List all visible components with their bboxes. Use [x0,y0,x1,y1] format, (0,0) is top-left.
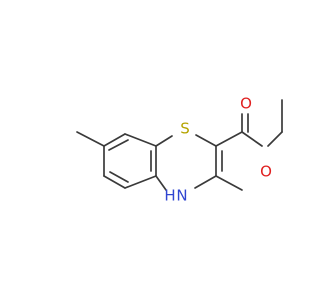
nitrogen-atom-label: N [176,187,187,205]
bond [267,131,283,147]
bond [215,175,243,191]
bond [103,175,126,189]
bond [103,133,126,147]
bond [215,131,243,147]
bond [124,175,157,189]
ester-oxygen-label: O [260,163,272,181]
bond [109,171,129,183]
sulfur-atom-label: S [180,120,190,138]
bond-layer [76,99,283,191]
atom-labels: S N H O O [164,95,272,205]
bond [155,135,173,147]
molecule-diagram: S N H O O [76,94,283,205]
bond [155,175,167,191]
carbonyl-oxygen-label: O [240,95,252,113]
bond [124,133,157,147]
bond [194,175,217,189]
nitrogen-hydrogen-label: H [164,187,175,205]
molecule-structure: S N H O O [76,95,283,205]
bond [76,131,105,147]
bond [108,139,129,151]
bond [195,134,217,147]
bond [241,131,263,147]
